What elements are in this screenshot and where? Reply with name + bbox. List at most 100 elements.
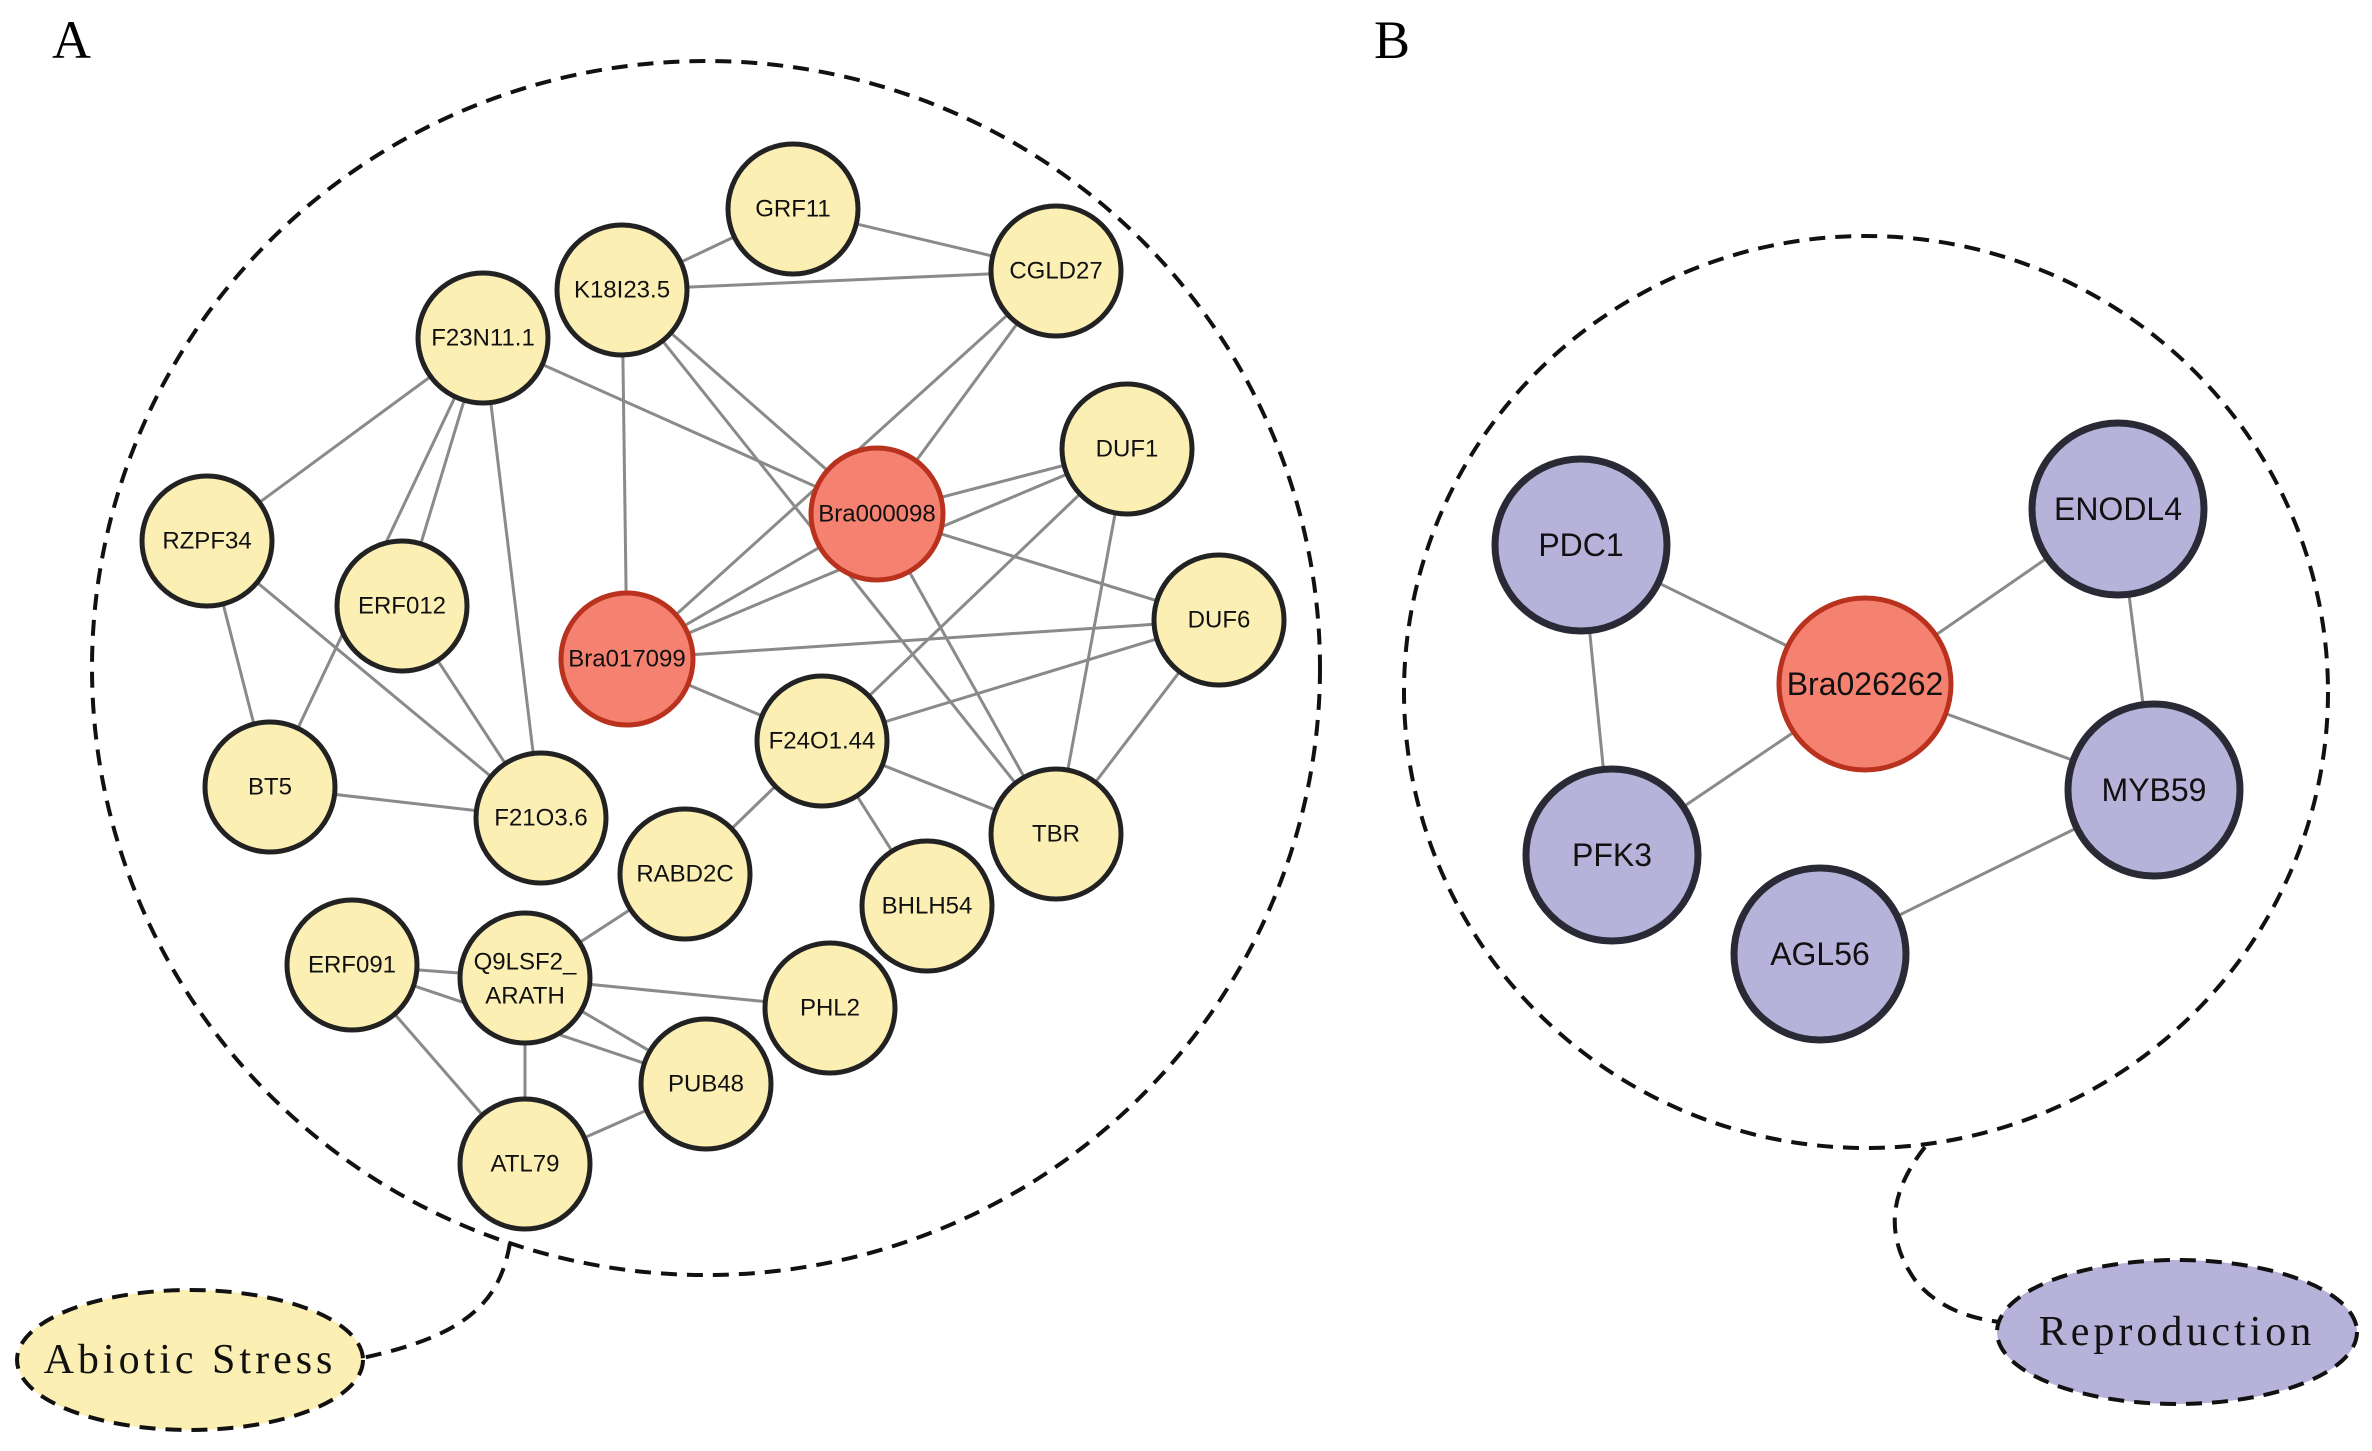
node-circle-erf091 xyxy=(284,897,420,1033)
panel-letter-b: B xyxy=(1374,10,1410,70)
node-label-erf012: ERF012 xyxy=(358,593,446,620)
node-agl56: AGL56 xyxy=(1730,864,1910,1044)
abiotic-stress-badge xyxy=(15,1288,365,1432)
node-duf1: DUF1 xyxy=(1059,381,1195,517)
node-circle-duf6 xyxy=(1151,552,1287,688)
node-label-phl2: PHL2 xyxy=(800,995,860,1022)
node-myb59: MYB59 xyxy=(2064,700,2244,880)
node-label-agl56: AGL56 xyxy=(1770,936,1870,972)
reproduction-label: Reproduction xyxy=(2039,1309,2316,1355)
node-label-bhlh54: BHLH54 xyxy=(882,893,973,920)
node-tbr: TBR xyxy=(988,766,1124,902)
node-circle-pdc1 xyxy=(1491,455,1671,635)
node-circle-atl79 xyxy=(457,1096,593,1232)
node-label-rabd2c: RABD2C xyxy=(636,861,733,888)
node-q9lsf2: Q9LSF2_ ARATH xyxy=(457,910,593,1046)
node-label-pfk3: PFK3 xyxy=(1572,837,1652,873)
node-label-f23n11-1: F23N11.1 xyxy=(431,325,535,352)
node-label-bra026262: Bra026262 xyxy=(1787,666,1944,702)
node-circle-rzpf34 xyxy=(139,473,275,609)
node-circle-myb59 xyxy=(2064,700,2244,880)
node-circle-pub48 xyxy=(638,1016,774,1152)
node-circle-bra017099 xyxy=(558,590,696,728)
node-label-cgld27: CGLD27 xyxy=(1009,258,1102,285)
node-label-duf6: DUF6 xyxy=(1188,607,1251,634)
node-bhlh54: BHLH54 xyxy=(859,838,995,974)
node-pfk3: PFK3 xyxy=(1522,765,1702,945)
edge-f23n11-1-to-f21o3-6 xyxy=(481,337,543,819)
node-rzpf34: RZPF34 xyxy=(139,473,275,609)
panel-letter-a: A xyxy=(52,10,91,70)
node-label-bra000098: Bra000098 xyxy=(818,501,935,528)
node-bra026262: Bra026262 xyxy=(1776,595,1954,773)
node-circle-enodl4 xyxy=(2028,419,2208,599)
panel-a-group: Abiotic Stress GRF11CGLD27K18I23.5F23N11… xyxy=(15,59,1322,1432)
node-circle-f23n11-1 xyxy=(415,270,551,406)
node-label-enodl4: ENODL4 xyxy=(2054,491,2182,527)
node-label-q9lsf2-line1: Q9LSF2_ xyxy=(474,949,577,976)
node-circle-agl56 xyxy=(1730,864,1910,1044)
edge-bra017099-to-duf6 xyxy=(626,618,1220,661)
node-label-pub48: PUB48 xyxy=(668,1071,744,1098)
node-f24o1-44: F24O1.44 xyxy=(754,673,890,809)
node-label-grf11: GRF11 xyxy=(755,196,831,223)
node-label-q9lsf2-line2: ARATH xyxy=(485,983,565,1010)
node-k18i23-5: K18I23.5 xyxy=(554,222,690,358)
node-circle-k18i23-5 xyxy=(554,222,690,358)
node-label-bt5: BT5 xyxy=(248,774,292,801)
node-label-duf1: DUF1 xyxy=(1096,436,1159,463)
node-label-pdc1: PDC1 xyxy=(1538,527,1623,563)
node-f21o3-6: F21O3.6 xyxy=(473,750,609,886)
node-bra000098: Bra000098 xyxy=(808,445,946,583)
edge-duf1-to-f24o1-44 xyxy=(820,447,1129,743)
abiotic-stress-label: Abiotic Stress xyxy=(44,1337,337,1383)
panel-a-callout-connector xyxy=(361,1242,512,1360)
node-label-f21o3-6: F21O3.6 xyxy=(494,805,587,832)
panel-b-callout-connector xyxy=(1892,1145,2001,1324)
node-circle-grf11 xyxy=(725,141,861,277)
node-label-bra017099: Bra017099 xyxy=(568,646,685,673)
node-label-rzpf34: RZPF34 xyxy=(162,528,251,555)
node-circle-bhlh54 xyxy=(859,838,995,974)
node-circle-erf012 xyxy=(334,538,470,674)
node-label-k18i23-5: K18I23.5 xyxy=(574,277,670,304)
node-duf6: DUF6 xyxy=(1151,552,1287,688)
node-label-tbr: TBR xyxy=(1032,821,1080,848)
edge-k18i23-5-to-cgld27 xyxy=(621,269,1057,292)
edge-duf6-to-f24o1-44 xyxy=(821,618,1220,743)
panel-a-nodes: GRF11CGLD27K18I23.5F23N11.1DUF1Bra000098… xyxy=(139,141,1287,1232)
node-circle-cgld27 xyxy=(988,203,1124,339)
node-circle-phl2 xyxy=(762,940,898,1076)
edge-f23n11-1-to-bra000098 xyxy=(482,336,878,516)
node-circle-tbr xyxy=(988,766,1124,902)
edge-rzpf34-to-f21o3-6 xyxy=(206,539,542,820)
reproduction-badge xyxy=(1995,1258,2359,1406)
node-atl79: ATL79 xyxy=(457,1096,593,1232)
node-enodl4: ENODL4 xyxy=(2028,419,2208,599)
node-circle-bt5 xyxy=(202,719,338,855)
node-circle-f24o1-44 xyxy=(754,673,890,809)
panel-b-cluster-boundary xyxy=(1402,234,2330,1150)
node-label-myb59: MYB59 xyxy=(2102,772,2207,808)
node-circle-q9lsf2 xyxy=(457,910,593,1046)
node-circle-bra000098 xyxy=(808,445,946,583)
node-cgld27: CGLD27 xyxy=(988,203,1124,339)
node-circle-duf1 xyxy=(1059,381,1195,517)
node-erf091: ERF091 xyxy=(284,897,420,1033)
node-pdc1: PDC1 xyxy=(1491,455,1671,635)
panel-a-cluster-boundary xyxy=(90,59,1322,1277)
node-label-atl79: ATL79 xyxy=(491,1151,560,1178)
node-circle-bra026262 xyxy=(1776,595,1954,773)
node-phl2: PHL2 xyxy=(762,940,898,1076)
node-f23n11-1: F23N11.1 xyxy=(415,270,551,406)
node-circle-f21o3-6 xyxy=(473,750,609,886)
node-circle-pfk3 xyxy=(1522,765,1702,945)
node-bt5: BT5 xyxy=(202,719,338,855)
node-grf11: GRF11 xyxy=(725,141,861,277)
node-erf012: ERF012 xyxy=(334,538,470,674)
node-rabd2c: RABD2C xyxy=(617,806,753,942)
node-pub48: PUB48 xyxy=(638,1016,774,1152)
